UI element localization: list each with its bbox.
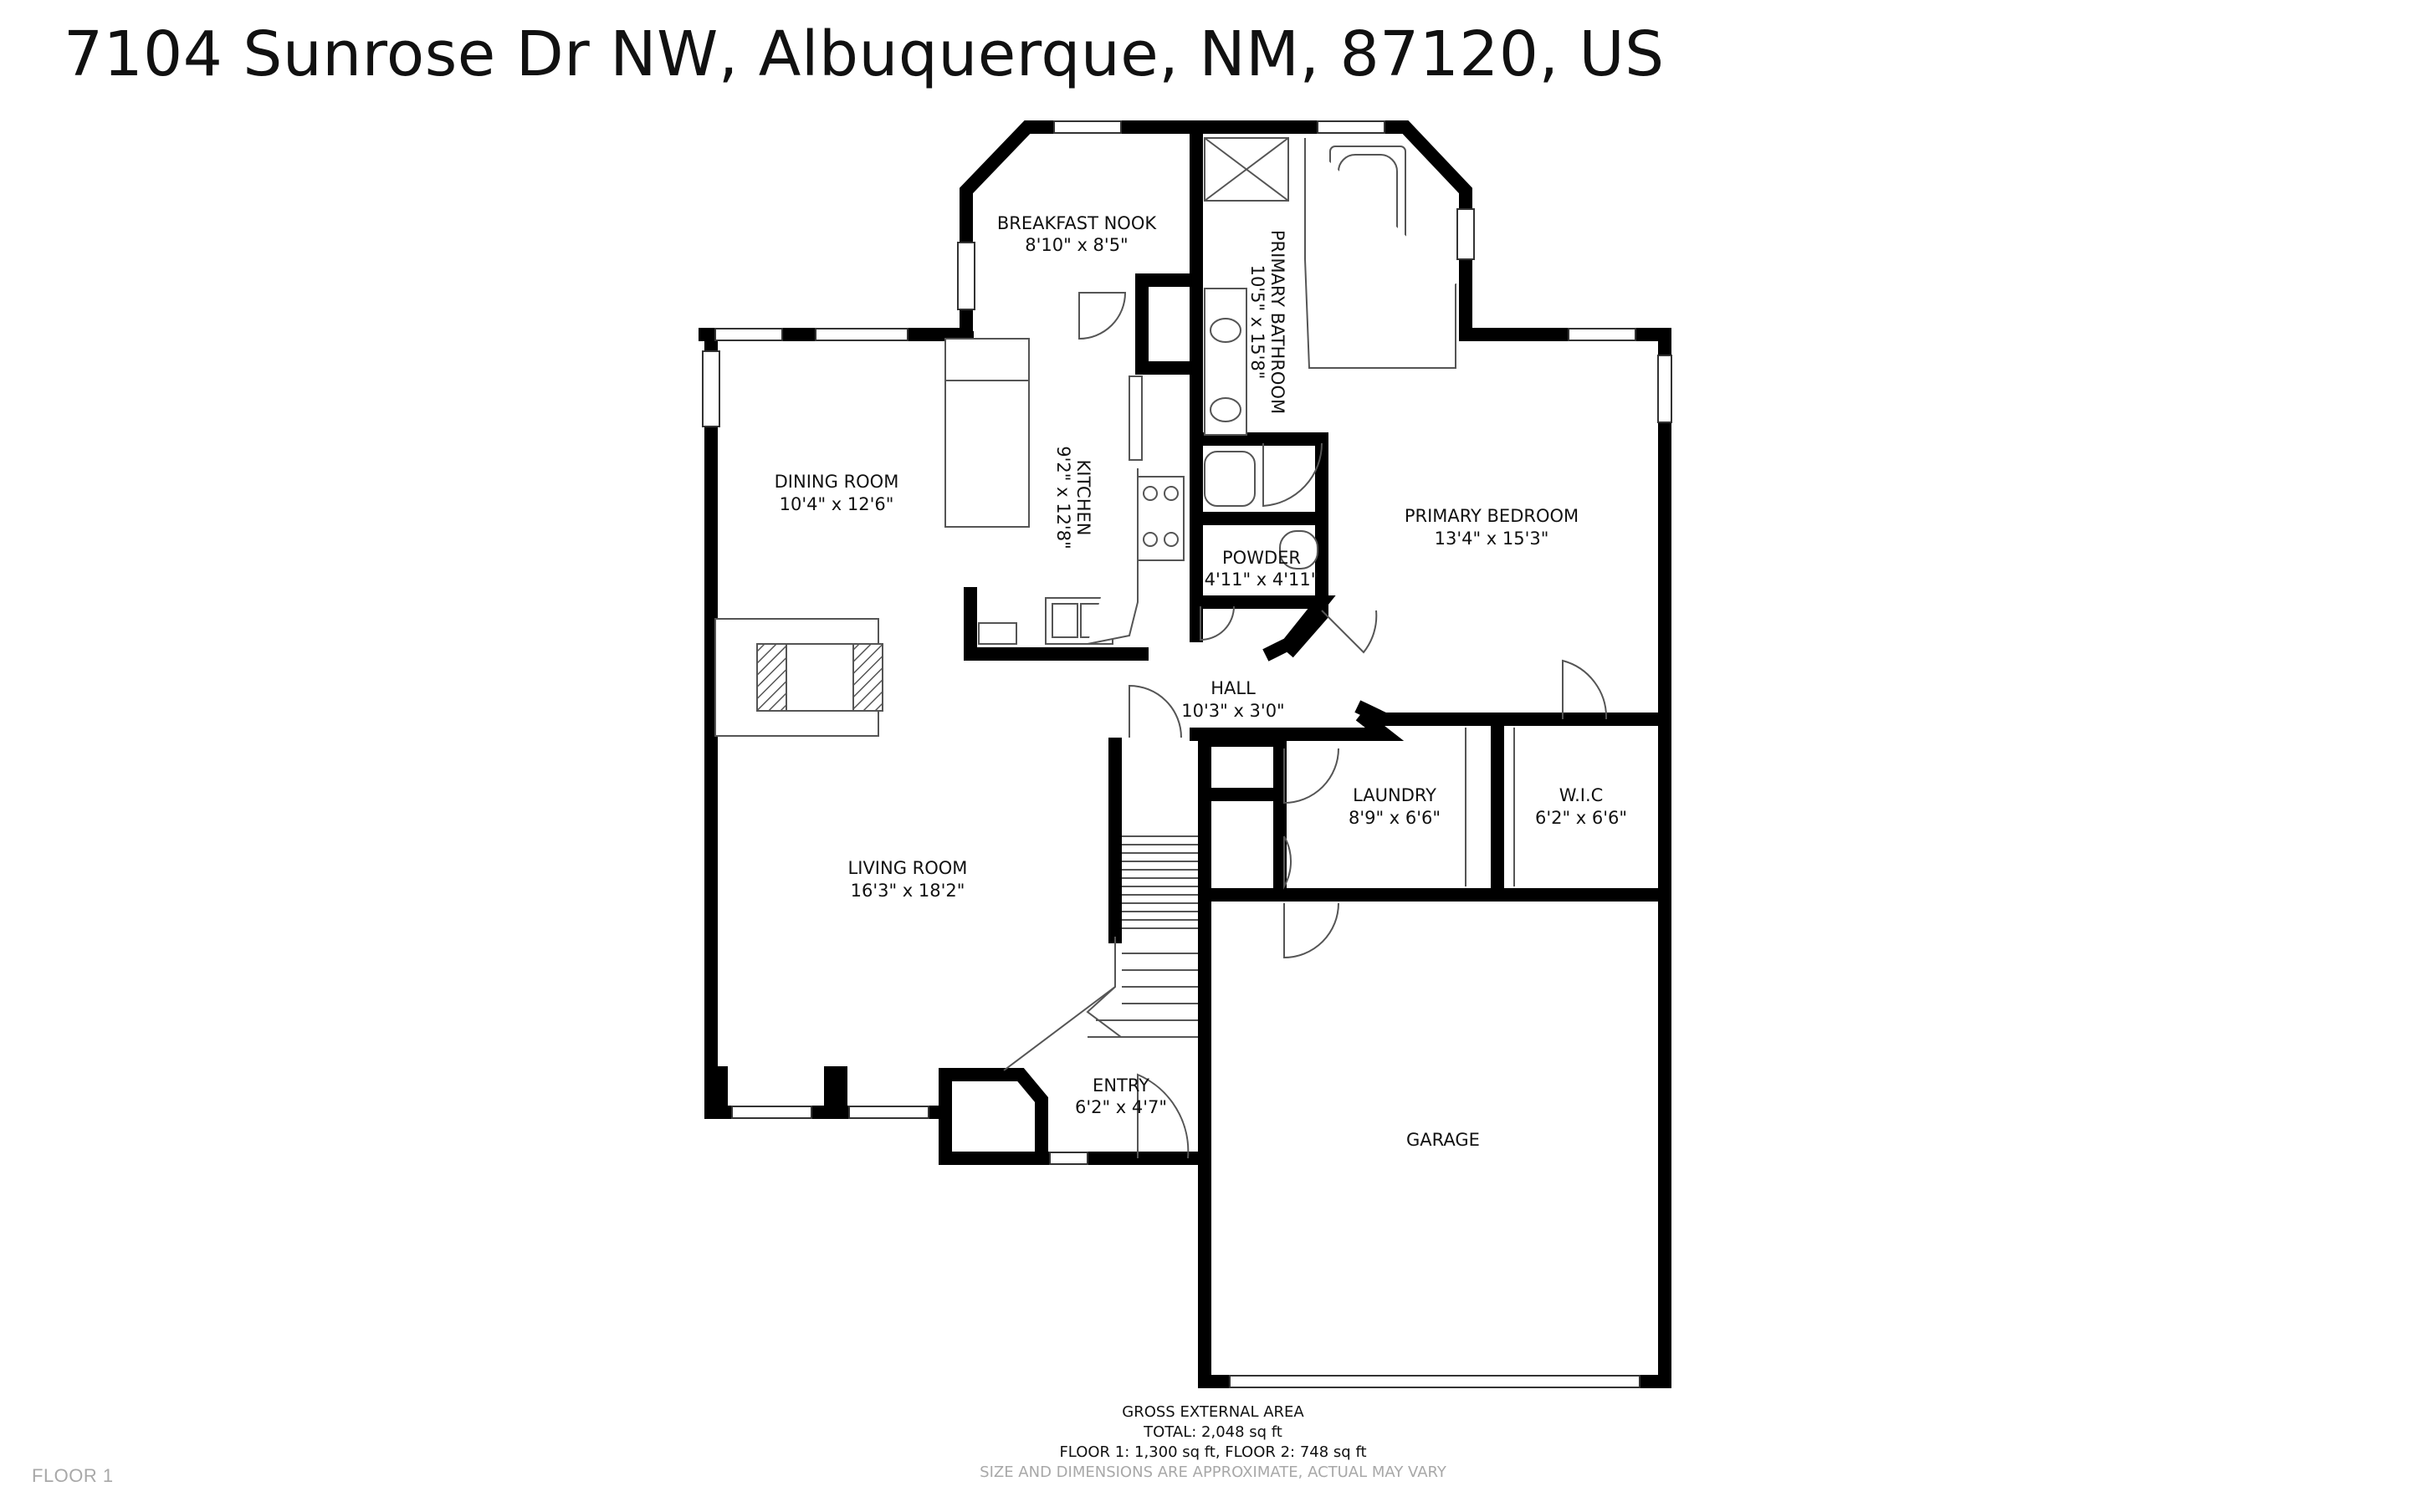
walls [699, 120, 1671, 1388]
laundry-name: LAUNDRY [1353, 785, 1436, 805]
wic-name: W.I.C [1559, 785, 1604, 805]
floor-label: FLOOR 1 [32, 1465, 114, 1486]
disclaimer: SIZE AND DIMENSIONS ARE APPROXIMATE, ACT… [980, 1463, 1446, 1481]
dining-room-size: 10'4" x 12'6" [780, 494, 894, 514]
living-room-name: LIVING ROOM [848, 858, 968, 878]
entry-size: 6'2" x 4'7" [1075, 1097, 1167, 1117]
powder-name: POWDER [1222, 548, 1301, 568]
entry-name: ENTRY [1093, 1075, 1149, 1096]
laundry-size: 8'9" x 6'6" [1349, 808, 1441, 828]
powder-size: 4'11" x 4'11" [1205, 570, 1319, 590]
living-room-size: 16'3" x 18'2" [851, 881, 965, 901]
wall-hall-right [1354, 700, 1671, 726]
hall-size: 10'3" x 3'0" [1181, 701, 1284, 721]
property-address: 7104 Sunrose Dr NW, Albuquerque, NM, 871… [64, 18, 1665, 90]
dishwasher [978, 622, 1017, 645]
room-labels: BREAKFAST NOOK 8'10" x 8'5" PRIMARY BATH… [775, 213, 1627, 1150]
gea-floors: FLOOR 1: 1,300 sq ft, FLOOR 2: 748 sq ft [1059, 1443, 1367, 1461]
primary-bedroom-size: 13'4" x 15'3" [1435, 529, 1549, 549]
powder-sink [1279, 530, 1318, 570]
fixtures [714, 137, 1456, 737]
wall-entry-closet [939, 1068, 1048, 1165]
kitchen-size: 9'2" x 12'8" [1053, 446, 1073, 549]
island [944, 380, 1030, 528]
toilet [1204, 451, 1256, 507]
doors [1078, 292, 1608, 1159]
gea-total: TOTAL: 2,048 sq ft [1144, 1423, 1282, 1441]
wic-size: 6'2" x 6'6" [1535, 808, 1627, 828]
primary-bathroom-size: 10'5" x 15'8" [1247, 265, 1267, 380]
breakfast-nook-name: BREAKFAST NOOK [997, 213, 1158, 233]
dining-room-name: DINING ROOM [775, 472, 899, 492]
fridge [1129, 375, 1143, 461]
kitchen-name: KITCHEN [1073, 460, 1093, 536]
garage-name: GARAGE [1406, 1130, 1480, 1150]
windows [702, 120, 1672, 1388]
wall-powder-bottom [1190, 595, 1336, 662]
wall-hall-diag [1282, 595, 1328, 658]
gross-external-area: GROSS EXTERNAL AREA TOTAL: 2,048 sq ft F… [920, 1402, 1506, 1483]
hall-name: HALL [1210, 678, 1256, 698]
wall-hall-bottom [1190, 709, 1405, 741]
wall-bath-bay [1198, 120, 1472, 341]
primary-bathroom-name: PRIMARY BATHROOM [1267, 230, 1287, 414]
breakfast-nook-size: 8'10" x 8'5" [1025, 235, 1128, 255]
primary-bedroom-name: PRIMARY BEDROOM [1405, 506, 1579, 526]
stairs [1003, 835, 1198, 1071]
wall-pantry [1135, 273, 1203, 375]
gea-title: GROSS EXTERNAL AREA [1122, 1403, 1304, 1421]
